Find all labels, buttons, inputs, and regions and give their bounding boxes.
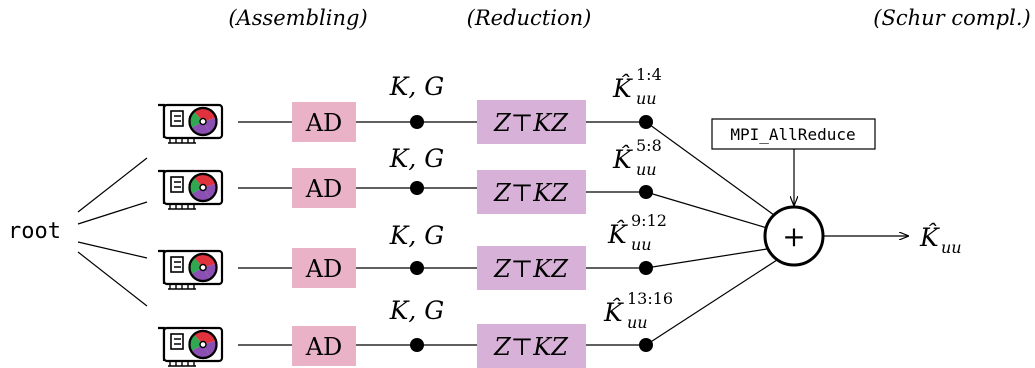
khat-symbol: K̂ [612, 74, 633, 103]
svg-text:K̂ 1:4 uu: K̂ 1:4 uu [612, 57, 670, 108]
khat-subscript: uu [636, 89, 657, 108]
root-fanout-lines [77, 157, 148, 307]
pipeline-row-2: AD K, G Z⊤KZ K̂ 5:8 uu [156, 128, 670, 214]
zkz-label: Z⊤KZ [493, 333, 569, 361]
zkz-box [477, 246, 586, 290]
sum-symbol: + [782, 220, 805, 253]
svg-text:K̂ uu: K̂ uu [919, 223, 962, 257]
khat-subscript: uu [636, 160, 657, 179]
kg-label: K, G [389, 72, 445, 101]
svg-text:K̂ 9:12 uu: K̂ 9:12 uu [607, 203, 675, 254]
zkz-box [477, 324, 586, 368]
ad-box [292, 168, 356, 208]
pipeline-row-4: AD K, G Z⊤KZ K̂ 13:16 uu [156, 281, 681, 368]
zkz-label: Z⊤KZ [493, 255, 569, 283]
zkz-label: Z⊤KZ [493, 109, 569, 137]
kg-label: K, G [389, 144, 445, 173]
ad-label: AD [305, 255, 343, 283]
gpu-card-icon [156, 249, 224, 291]
output-khat-subscript: uu [941, 238, 962, 257]
gpu-card-icon [156, 169, 224, 211]
ad-label: AD [305, 175, 343, 203]
kg-label: K, G [389, 296, 445, 325]
stage-reduction-label: (Reduction) [467, 6, 592, 30]
stage-schur-label: (Schur compl.) [873, 6, 1030, 30]
ad-box [292, 326, 356, 366]
mpi-allreduce-label: MPI_AllReduce [730, 125, 855, 144]
gpu-card-icon [156, 103, 224, 145]
pipeline-row-3: AD K, G Z⊤KZ K̂ 9:12 uu [156, 203, 675, 291]
ad-box [292, 248, 356, 288]
ad-label: AD [305, 109, 343, 137]
khat-superscript: 1:4 [636, 65, 662, 84]
gpu-card-icon [156, 326, 224, 368]
khat-symbol: K̂ [612, 145, 633, 174]
ad-box [292, 102, 356, 142]
khat-superscript: 13:16 [627, 289, 673, 308]
svg-text:K̂ 5:8 uu: K̂ 5:8 uu [612, 128, 670, 179]
khat-subscript: uu [631, 235, 652, 254]
ad-label: AD [305, 333, 343, 361]
khat-symbol: K̂ [603, 298, 624, 327]
khat-superscript: 9:12 [631, 211, 667, 230]
mpi-allreduce-box [711, 118, 876, 150]
kg-label: K, G [389, 221, 445, 250]
kg-node [410, 338, 424, 352]
kg-node [410, 115, 424, 129]
khat-symbol: K̂ [607, 220, 628, 249]
zkz-box [477, 170, 586, 214]
khat-superscript: 5:8 [636, 136, 662, 155]
reduce-input-lines [645, 121, 778, 346]
stage-assembling-label: (Assembling) [228, 6, 367, 30]
output-khat-symbol: K̂ [919, 223, 940, 252]
root-label: root [8, 219, 61, 244]
pipeline-row-1: AD K, G Z⊤KZ K̂ 1:4 uu [156, 57, 670, 145]
kg-node [410, 181, 424, 195]
zkz-label: Z⊤KZ [493, 179, 569, 207]
svg-text:K̂ 13:16 uu: K̂ 13:16 uu [603, 281, 681, 332]
zkz-box [477, 100, 586, 144]
kg-node [410, 261, 424, 275]
khat-subscript: uu [627, 313, 648, 332]
